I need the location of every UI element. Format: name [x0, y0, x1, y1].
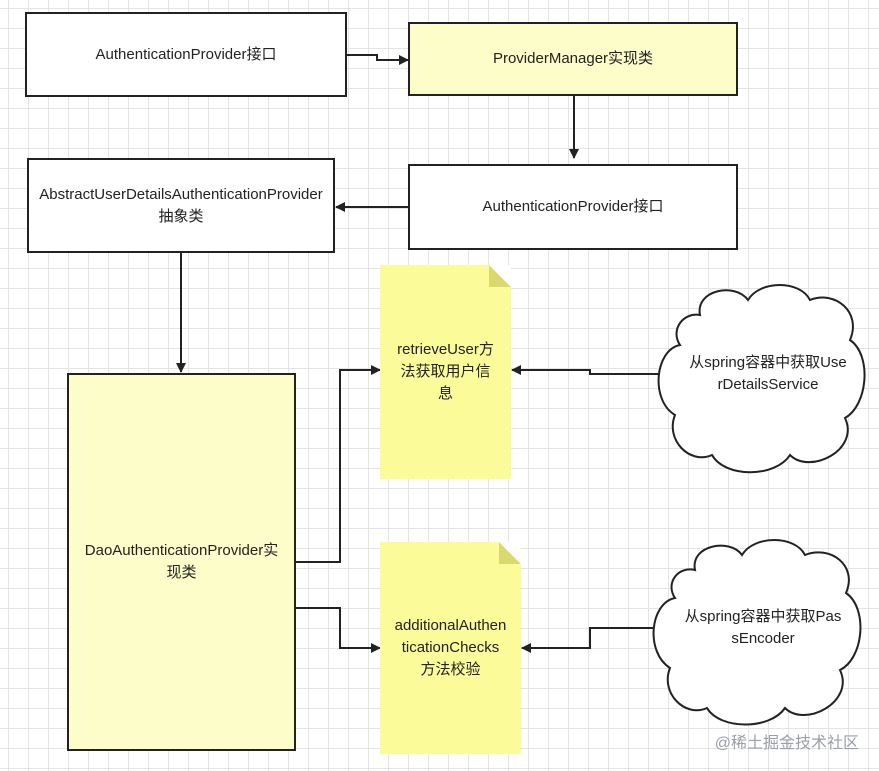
cloud-shape-pass-encoder: [652, 539, 862, 726]
edge-cloud2-to-additional: [521, 627, 661, 653]
dao-provider-label: DaoAuthenticationProvider实现类: [84, 542, 279, 581]
cloud-pass-encoder-label: 从spring容器中获取PassEncoder: [684, 608, 842, 647]
additional-checks-note: additionalAuthenticationChecks方法校验: [380, 542, 521, 754]
auth-provider-top-box: AuthenticationProvider接口: [25, 12, 347, 97]
retrieve-user-label: retrieveUser方法获取用户信息: [397, 341, 494, 402]
abstract-provider-box: AbstractUserDetailsAuthenticationProvide…: [27, 158, 335, 253]
retrieve-user-note: retrieveUser方法获取用户信息: [380, 265, 511, 479]
provider-manager-box: ProviderManager实现类: [408, 22, 738, 96]
edge-auth-to-manager: [347, 54, 409, 65]
additional-checks-label: additionalAuthenticationChecks方法校验: [394, 617, 507, 678]
provider-manager-label: ProviderManager实现类: [492, 50, 654, 67]
edge-dao-to-retrieve: [296, 365, 381, 563]
edge-cloud1-to-retrieve: [511, 365, 664, 375]
cloud-user-details-label: 从spring容器中获取UserDetailsService: [689, 354, 847, 393]
auth-provider-right-box: AuthenticationProvider接口: [408, 164, 738, 250]
note-fold-corner-icon: [489, 265, 511, 287]
abstract-provider-label: AbstractUserDetailsAuthenticationProvide…: [39, 185, 323, 225]
edge-dao-to-additional: [296, 607, 381, 653]
watermark-text: @稀土掘金技术社区: [714, 735, 859, 752]
note-fold-corner-icon: [499, 542, 521, 564]
dao-provider-box: DaoAuthenticationProvider实现类: [67, 373, 296, 751]
cloud-shape-user-details: [657, 284, 866, 474]
auth-provider-top-label: AuthenticationProvider接口: [95, 45, 277, 63]
auth-provider-right-label: AuthenticationProvider接口: [482, 198, 664, 215]
